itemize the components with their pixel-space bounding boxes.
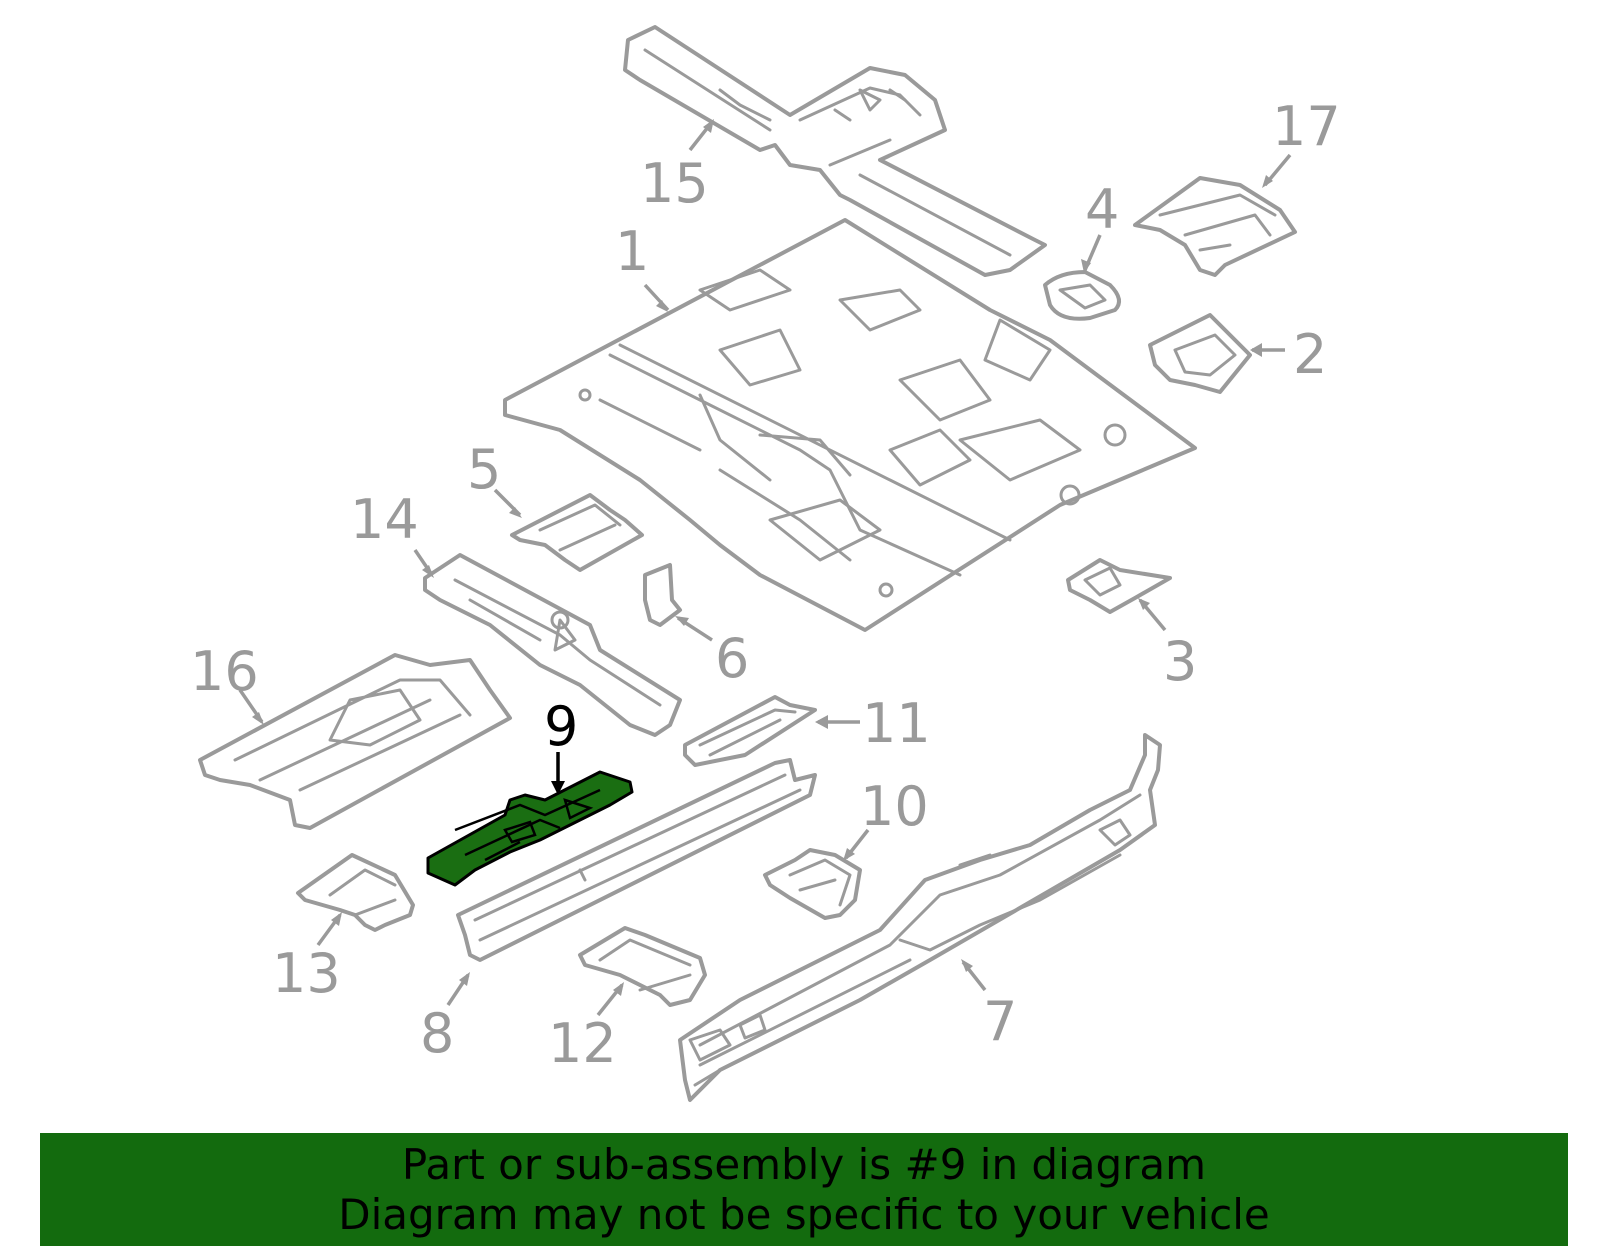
part-14[interactable] [423,553,682,737]
callout-3[interactable]: 3 [1163,630,1197,693]
part-17[interactable] [1133,176,1297,277]
arrowhead-5 [509,507,522,518]
arrowhead-16 [252,712,264,725]
callout-labels: 1 2 3 4 5 6 7 8 9 10 11 12 13 14 15 16 1… [190,95,1341,1075]
part-2[interactable] [1148,313,1252,394]
callout-5[interactable]: 5 [467,438,501,501]
arrowhead-17 [1262,175,1273,188]
part-16[interactable] [198,653,512,830]
arrowhead-2 [1250,343,1262,357]
callout-7[interactable]: 7 [983,990,1017,1053]
banner-line-part: Part or sub-assembly is #9 in diagram [401,1139,1207,1189]
callout-17[interactable]: 17 [1272,95,1341,158]
callout-2[interactable]: 2 [1293,323,1327,386]
arrowhead-11 [815,715,828,729]
part-15[interactable] [623,25,1047,277]
part-4[interactable] [1043,270,1121,321]
callout-8[interactable]: 8 [420,1002,454,1065]
arrowhead-9 [551,781,565,795]
part-1[interactable] [503,218,1197,632]
part-11[interactable] [683,695,817,767]
leader-lines [238,119,1292,1017]
callout-14[interactable]: 14 [350,488,419,551]
part-3[interactable] [1066,558,1172,614]
arrowhead-6 [675,616,689,626]
callout-12[interactable]: 12 [548,1012,617,1075]
callout-4[interactable]: 4 [1085,178,1119,241]
arrowhead-10 [843,848,855,861]
arrowhead-4 [1081,259,1091,273]
part-6[interactable] [643,563,682,627]
callout-15[interactable]: 15 [640,152,709,215]
part-7[interactable] [678,733,1162,1102]
arrowhead-1 [656,300,668,312]
callout-13[interactable]: 13 [272,942,341,1005]
part-10[interactable] [763,848,862,920]
info-banner: Part or sub-assembly is #9 in diagram Di… [40,1133,1568,1246]
callout-6[interactable]: 6 [715,627,749,690]
part-12[interactable] [578,926,707,1007]
arrowhead-8 [459,972,470,986]
arrowhead-7 [961,959,973,972]
callout-10[interactable]: 10 [860,775,929,838]
callout-1[interactable]: 1 [615,220,649,283]
callout-11[interactable]: 11 [862,692,931,755]
arrowhead-12 [613,982,624,996]
part-9[interactable] [426,770,634,887]
part-5[interactable] [510,493,644,572]
arrowhead-3 [1138,598,1150,610]
callout-16[interactable]: 16 [190,640,259,703]
banner-line-disclaimer: Diagram may not be specific to your vehi… [338,1189,1270,1239]
arrowhead-13 [331,912,342,926]
part-8[interactable] [456,758,817,962]
arrowhead-14 [422,565,434,578]
arrowhead-15 [703,119,714,133]
part-13[interactable] [296,853,415,932]
callout-9[interactable]: 9 [544,695,578,758]
